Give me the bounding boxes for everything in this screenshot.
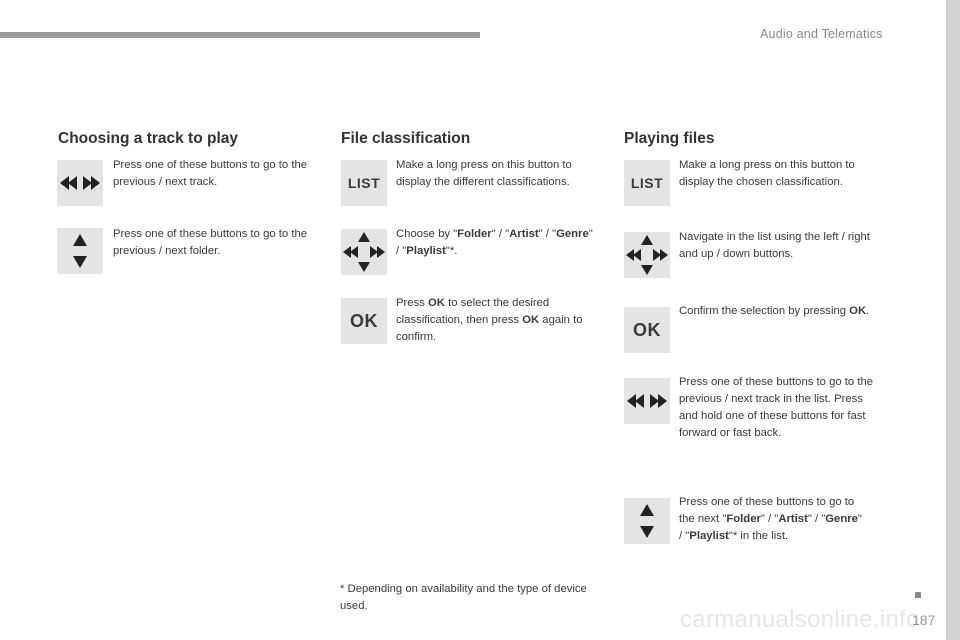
desc-prev-next-track-list: Press one of these buttons to go to the … <box>679 376 874 439</box>
desc-next-classification: Press one of these buttons to go to the … <box>679 496 862 542</box>
ok-button-label: OK <box>350 310 378 331</box>
navigation-pad-playing <box>624 232 670 278</box>
header-rule <box>0 32 480 38</box>
list-button-label: LIST <box>347 175 381 191</box>
page-edge-band <box>946 0 960 640</box>
list-button-playing: LIST <box>624 160 670 206</box>
desc-press-ok: Press OK to select the desired classific… <box>396 297 583 343</box>
end-of-section-mark <box>915 592 921 598</box>
prev-next-track-icon <box>60 176 100 190</box>
prev-next-track-icon <box>627 394 667 408</box>
section-title-file-classification: File classification <box>341 130 471 147</box>
section-title-playing-files: Playing files <box>624 130 715 147</box>
ok-button-playing: OK <box>624 307 670 353</box>
desc-list-chosen: Make a long press on this button to disp… <box>679 159 855 188</box>
next-classification-buttons <box>624 498 670 544</box>
desc-confirm-ok: Confirm the selection by pressing OK. <box>679 305 870 317</box>
four-way-arrows-icon <box>626 235 668 275</box>
up-down-arrows-icon <box>640 504 654 538</box>
section-title-choosing-track: Choosing a track to play <box>58 130 239 147</box>
chapter-title: Audio and Telematics <box>760 27 883 41</box>
ok-button: OK <box>341 298 387 344</box>
list-button: LIST <box>341 160 387 206</box>
navigation-pad <box>341 229 387 275</box>
desc-prev-next-track: Press one of these buttons to go to the … <box>113 159 308 188</box>
up-down-arrows-icon <box>73 234 87 268</box>
list-button-label: LIST <box>630 175 664 191</box>
ok-button-label: OK <box>633 319 661 340</box>
page-number: 187 <box>912 612 936 628</box>
desc-prev-next-folder: Press one of these buttons to go to the … <box>113 228 308 257</box>
prev-next-folder-buttons <box>57 228 103 274</box>
four-way-arrows-icon <box>343 232 385 272</box>
footnote: * Depending on availability and the type… <box>340 583 587 612</box>
prev-next-track-buttons-list <box>624 378 670 424</box>
prev-next-track-buttons <box>57 160 103 206</box>
desc-list-classifications: Make a long press on this button to disp… <box>396 159 572 188</box>
watermark: carmanualsonline.info <box>680 606 920 633</box>
desc-navigate-list: Navigate in the list using the left / ri… <box>679 231 870 260</box>
desc-choose-by: Choose by "Folder" / "Artist" / "Genre" … <box>396 228 593 257</box>
